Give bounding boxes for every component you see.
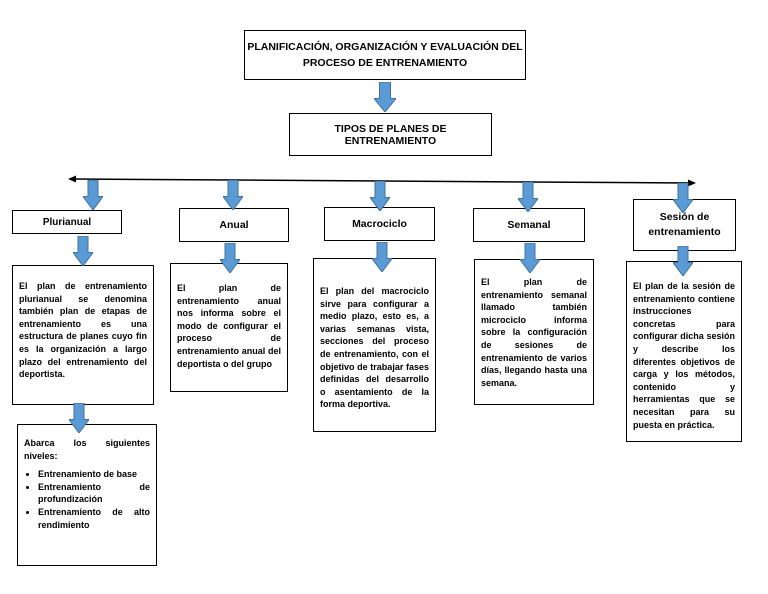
arrow-to-sesion-icon — [673, 183, 693, 213]
main-title-line1: PLANIFICACIÓN, ORGANIZACIÓN Y EVALUACIÓN… — [247, 41, 523, 53]
main-title-line2: PROCESO DE ENTRENAMIENTO — [302, 57, 468, 69]
arrow-to-macrociclo-icon — [370, 181, 390, 211]
plan-label-plurianual: Plurianual — [12, 210, 122, 234]
levels-item: Entrenamiento de base — [38, 468, 150, 481]
plan-types-title: TIPOS DE PLANES DE ENTRENAMIENTO — [334, 122, 447, 147]
arrow-top-to-types-icon — [374, 82, 396, 112]
levels-item: Entrenamiento de profundización — [38, 481, 150, 506]
plan-types-box: TIPOS DE PLANES DE ENTRENAMIENTO — [289, 113, 492, 156]
levels-intro: Abarca los siguientes niveles: — [24, 438, 150, 461]
levels-box: Abarca los siguientes niveles: Entrenami… — [17, 424, 157, 566]
arrow-semanal-to-description-icon — [520, 243, 540, 273]
plan-description-semanal: El plan de entrenamiento semanal llamado… — [474, 259, 594, 405]
arrow-to-plurianual-icon — [83, 180, 103, 210]
plan-description-anual: El plan de entrenamiento anual nos infor… — [170, 263, 288, 392]
arrow-anual-to-description-icon — [220, 243, 240, 273]
plan-label-macrociclo: Macrociclo — [324, 207, 435, 241]
arrow-plurianual-to-description-icon — [73, 236, 93, 266]
plan-description-sesion: El plan de la sesión de entrenamiento co… — [626, 261, 742, 442]
arrow-to-anual-icon — [223, 180, 243, 210]
arrow-description-to-levels-icon — [69, 403, 89, 433]
main-title-box: PLANIFICACIÓN, ORGANIZACIÓN Y EVALUACIÓN… — [244, 30, 526, 80]
plan-label-anual: Anual — [179, 208, 289, 242]
plan-description-plurianual: El plan de entrenamiento plurianual se d… — [12, 265, 154, 405]
levels-list: Entrenamiento de base Entrenamiento de p… — [24, 468, 150, 531]
plan-label-semanal: Semanal — [473, 208, 585, 242]
plan-description-macrociclo: El plan del macrociclo sirve para config… — [313, 258, 436, 432]
arrow-sesion-to-description-icon — [673, 246, 693, 276]
arrow-to-semanal-icon — [518, 182, 538, 212]
levels-item: Entrenamiento de alto rendimiento — [38, 506, 150, 531]
arrow-macrociclo-to-description-icon — [372, 242, 392, 272]
